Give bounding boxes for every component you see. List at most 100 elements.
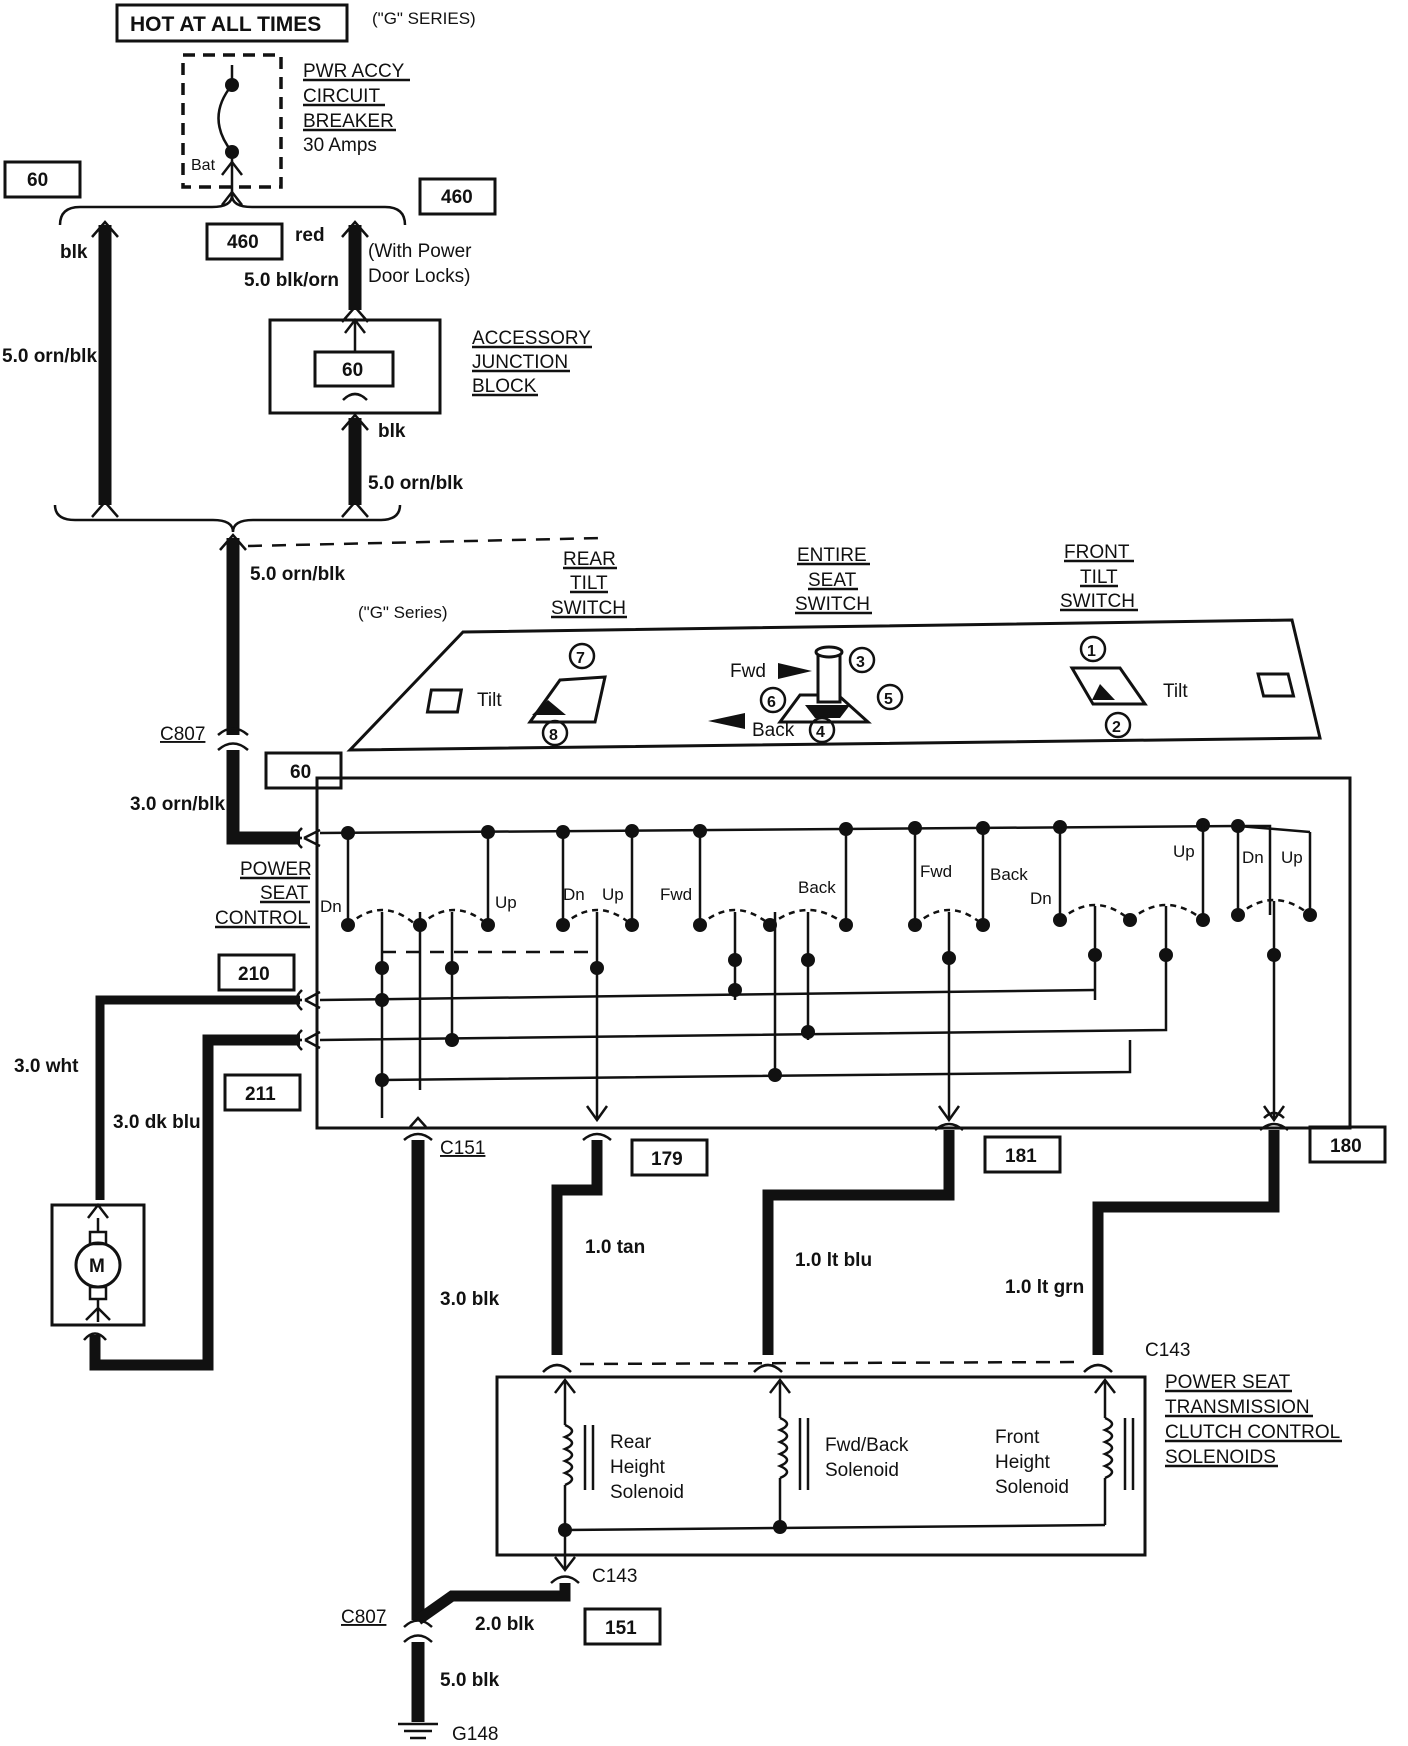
svg-text:6: 6 (767, 694, 776, 711)
svg-text:SOLENOIDS: SOLENOIDS (1165, 1447, 1276, 1468)
fwd-label: Fwd (730, 661, 766, 682)
circuit-breaker: Bat (181, 53, 283, 206)
svg-text:SWITCH: SWITCH (1060, 591, 1135, 612)
front-tilt-switch[interactable] (1069, 666, 1296, 706)
junction-fuse-label: 60 (342, 360, 363, 381)
terminal-5: 5 (876, 683, 904, 711)
rear-tilt-switch-label: REAR TILT SWITCH (551, 549, 627, 619)
circuit-box-460-left: 460 (205, 222, 284, 261)
fwd-back-solenoid (769, 1377, 810, 1525)
control-up-2: Up (602, 885, 624, 904)
svg-text:SWITCH: SWITCH (795, 594, 870, 615)
svg-text:REAR: REAR (563, 549, 616, 570)
svg-text:ACCESSORY: ACCESSORY (472, 328, 591, 349)
control-up-4: Up (1281, 848, 1303, 867)
ground-g148-label: G148 (452, 1724, 498, 1745)
terminal-1: 1 (1079, 635, 1107, 663)
rear-tilt-switch[interactable] (425, 675, 607, 724)
circuit-box-181: 181 (983, 1135, 1062, 1174)
circuit-box-180: 180 (1308, 1125, 1387, 1164)
rear-solenoid-label-3: Solenoid (610, 1482, 684, 1503)
seat-motor: M (50, 1202, 146, 1341)
svg-text:SEAT: SEAT (260, 883, 309, 904)
wire-label-blk-top: blk (60, 242, 88, 263)
series-note: ("G" SERIES) (372, 9, 476, 28)
svg-text:TILT: TILT (570, 573, 608, 594)
svg-text:JUNCTION: JUNCTION (472, 352, 568, 373)
front-solenoid-label-3: Solenoid (995, 1477, 1069, 1498)
ground-g148-icon (398, 1722, 438, 1740)
fb-solenoid-label-1: Fwd/Back (825, 1435, 909, 1456)
hot-at-all-times-box: HOT AT ALL TIMES (115, 3, 349, 43)
svg-text:CONTROL: CONTROL (215, 908, 308, 929)
control-fwd-2: Fwd (920, 862, 952, 881)
junction-block-label: ACCESSORY JUNCTION BLOCK (472, 328, 592, 397)
svg-text:POWER SEAT: POWER SEAT (1165, 1372, 1291, 1393)
svg-text:460: 460 (227, 232, 259, 253)
wire-label-orn-blk-3: 3.0 orn/blk (130, 794, 225, 815)
connector-c143-lower: C143 (592, 1566, 637, 1587)
contact-set-entire (693, 908, 990, 932)
accessory-junction-block: 60 (268, 317, 442, 415)
front-solenoid-label-2: Height (995, 1452, 1051, 1473)
svg-text:60: 60 (290, 762, 311, 783)
tilt-label-left: Tilt (477, 690, 502, 711)
front-height-solenoid (1094, 1377, 1135, 1525)
bat-label: Bat (191, 157, 216, 174)
svg-text:8: 8 (549, 727, 558, 744)
switch-panel (346, 618, 1322, 752)
svg-text:1: 1 (1087, 643, 1096, 660)
wire-label-orn-blk-left: 5.0 orn/blk (2, 346, 97, 367)
control-fwd-1: Fwd (660, 885, 692, 904)
svg-text:SEAT: SEAT (808, 570, 857, 591)
back-label: Back (752, 720, 795, 741)
svg-text:60: 60 (27, 170, 48, 191)
wire-label-tan: 1.0 tan (585, 1237, 645, 1258)
control-up-3: Up (1173, 842, 1195, 861)
svg-text:180: 180 (1330, 1136, 1362, 1157)
wire-label-blk-lower: blk (378, 421, 406, 442)
svg-text:TRANSMISSION: TRANSMISSION (1165, 1397, 1310, 1418)
entire-seat-switch[interactable] (708, 645, 872, 729)
svg-text:7: 7 (576, 650, 585, 667)
power-seat-control-label: POWER SEAT CONTROL (215, 859, 312, 929)
svg-text:3: 3 (856, 654, 865, 671)
control-dn-1: Dn (320, 897, 342, 916)
rear-solenoid-label-1: Rear (610, 1432, 652, 1453)
terminal-8: 8 (541, 719, 569, 747)
circuit-box-60-control: 60 (264, 751, 343, 790)
power-seat-control-box (315, 776, 1352, 1130)
circuit-box-151: 151 (583, 1607, 662, 1646)
connector-c807-lower: C807 (341, 1607, 386, 1628)
svg-text:TILT: TILT (1080, 567, 1118, 588)
rear-height-solenoid (554, 1377, 595, 1530)
circuit-box-179: 179 (630, 1138, 709, 1177)
solenoid-box (495, 1375, 1147, 1557)
svg-text:ENTIRE: ENTIRE (797, 545, 867, 566)
wire-label-blk-2: 2.0 blk (475, 1614, 535, 1635)
wire-label-lt-blu: 1.0 lt blu (795, 1250, 872, 1271)
contact-set-rear (341, 908, 639, 932)
control-dn-3: Dn (1030, 889, 1052, 908)
svg-text:30 Amps: 30 Amps (303, 135, 377, 156)
control-back-2: Back (990, 865, 1028, 884)
front-tilt-switch-label: FRONT TILT SWITCH (1060, 542, 1138, 612)
svg-text:4: 4 (816, 724, 825, 741)
wire-label-red: red (295, 225, 325, 246)
terminal-7: 7 (568, 642, 596, 670)
control-back-1: Back (798, 878, 836, 897)
with-power-label-1: (With Power (368, 241, 472, 262)
svg-text:2: 2 (1112, 719, 1121, 736)
svg-text:210: 210 (238, 964, 270, 985)
wire-label-blk-orn: 5.0 blk/orn (244, 270, 339, 291)
connector-c807-upper: C807 (160, 724, 205, 745)
internal-junction-dots (375, 948, 1281, 1087)
svg-text:CLUTCH CONTROL: CLUTCH CONTROL (1165, 1422, 1340, 1443)
svg-text:CIRCUIT: CIRCUIT (303, 86, 380, 107)
svg-text:POWER: POWER (240, 859, 312, 880)
svg-text:BREAKER: BREAKER (303, 111, 394, 132)
front-solenoid-label-1: Front (995, 1427, 1040, 1448)
control-dn-4: Dn (1242, 848, 1264, 867)
svg-text:BLOCK: BLOCK (472, 376, 537, 397)
